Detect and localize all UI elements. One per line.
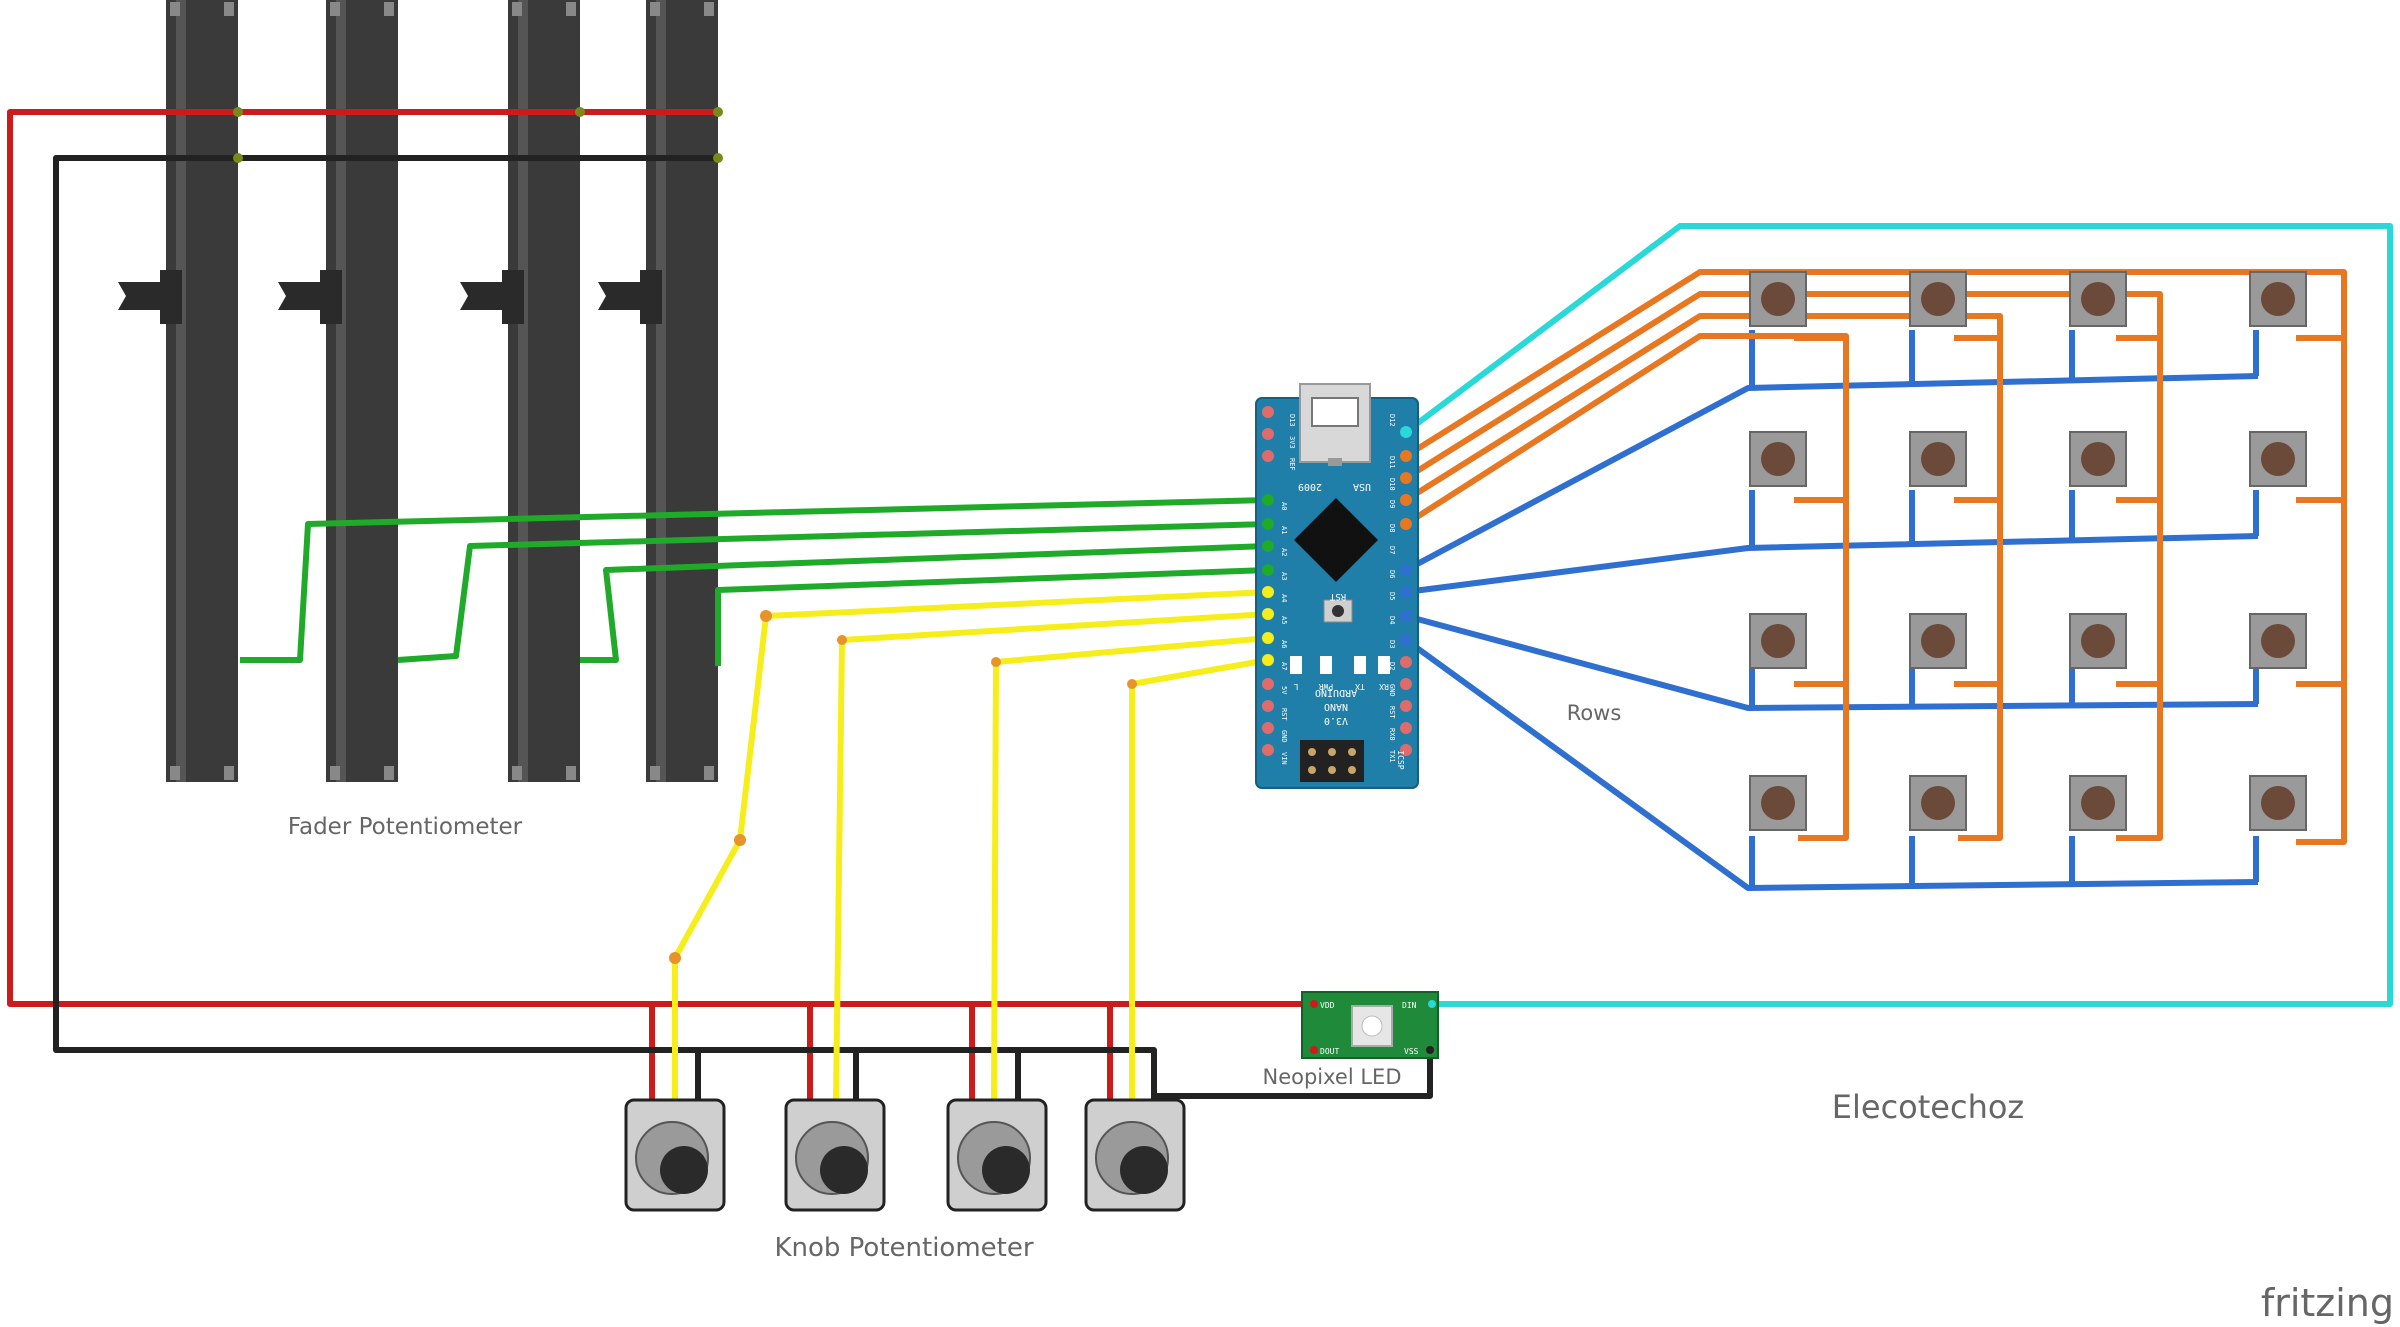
microcontroller-chip	[1294, 498, 1378, 582]
push-button	[1909, 613, 1967, 669]
push-button	[1749, 271, 1807, 327]
arduino-led-label: TX	[1355, 682, 1365, 691]
fader-4	[598, 0, 718, 782]
push-button	[1749, 431, 1807, 487]
fader-1	[118, 0, 238, 782]
fader-label: Fader Potentiometer	[288, 814, 523, 840]
knob-label: Knob Potentiometer	[774, 1233, 1033, 1263]
svg-text:D3: D3	[1388, 640, 1396, 648]
arduino-nano: ARDUINO NANO V3.0 2009 USA RST L PWR TX …	[1255, 383, 1419, 789]
svg-text:REF: REF	[1288, 458, 1296, 471]
fader-signal-wires	[240, 497, 1269, 666]
arduino-version: V3.0	[1324, 715, 1348, 726]
push-button	[2249, 613, 2307, 669]
svg-text:D7: D7	[1388, 546, 1396, 554]
arduino-icsp-label: ICSP	[1396, 750, 1405, 769]
svg-text:A0: A0	[1280, 502, 1288, 510]
push-button	[2069, 613, 2127, 669]
neopixel-pin-label: VDD	[1320, 1001, 1335, 1010]
arduino-led-label: RX	[1379, 682, 1389, 691]
rail-junctions	[233, 107, 723, 163]
knob-2	[784, 1098, 886, 1212]
knob-potentiometers	[624, 1098, 1186, 1212]
push-button	[2249, 431, 2307, 487]
svg-text:GND: GND	[1280, 730, 1288, 743]
svg-text:D5: D5	[1388, 592, 1396, 600]
button-row-wires	[1404, 330, 2259, 891]
ground-rail	[53, 155, 1433, 1100]
svg-text:5V: 5V	[1280, 686, 1288, 695]
svg-text:D11: D11	[1388, 456, 1396, 469]
push-button	[2249, 775, 2307, 831]
svg-text:D13: D13	[1288, 414, 1296, 427]
arduino-left-pin-labels: D13 3V3 REF A0 A1 A2 A3 A4 A5 A6 A7 5V R…	[1280, 414, 1296, 765]
arduino-left-header	[1400, 426, 1412, 756]
arduino-reset-label: RST	[1329, 591, 1346, 601]
svg-text:D9: D9	[1388, 500, 1396, 508]
svg-text:D6: D6	[1388, 570, 1396, 578]
svg-text:A4: A4	[1280, 594, 1288, 602]
svg-text:RX0: RX0	[1388, 728, 1396, 741]
push-button	[1909, 775, 1967, 831]
svg-text:D12: D12	[1388, 414, 1396, 427]
neopixel-pin-label: VSS	[1404, 1047, 1419, 1056]
svg-text:RST: RST	[1280, 708, 1288, 721]
fader-potentiometers	[118, 0, 718, 782]
fader-3	[460, 0, 580, 782]
arduino-led-label: PWR	[1319, 682, 1334, 691]
knob-1	[624, 1098, 726, 1212]
arduino-led-label: L	[1293, 682, 1298, 691]
led-data-wire	[1404, 223, 2393, 1007]
arduino-right-pin-labels: D12 D11 D10 D9 D8 D7 D6 D5 D4 D3 D2 GND …	[1388, 414, 1396, 763]
svg-text:A6: A6	[1280, 640, 1288, 648]
push-button	[1909, 271, 1967, 327]
push-button	[2069, 431, 2127, 487]
svg-text:D4: D4	[1388, 616, 1396, 624]
push-button	[1749, 613, 1807, 669]
knob-4	[1084, 1098, 1186, 1212]
svg-text:A7: A7	[1280, 662, 1288, 670]
brand-label: Elecotechoz	[1832, 1088, 2024, 1126]
arduino-right-header	[1262, 406, 1274, 756]
svg-text:3V3: 3V3	[1288, 436, 1296, 449]
push-button	[1909, 431, 1967, 487]
fritzing-watermark: fritzing	[2261, 1281, 2394, 1325]
button-column-wires	[1404, 269, 2347, 845]
svg-text:A3: A3	[1280, 572, 1288, 580]
push-button	[2249, 271, 2307, 327]
svg-text:GND: GND	[1388, 684, 1396, 697]
arduino-year: 2009	[1298, 481, 1322, 492]
neopixel-pin-label: DIN	[1402, 1001, 1417, 1010]
push-button	[2069, 775, 2127, 831]
svg-text:TX1: TX1	[1388, 750, 1396, 763]
knob-3	[946, 1098, 1048, 1212]
neopixel-label: Neopixel LED	[1263, 1065, 1402, 1089]
fader-2	[278, 0, 398, 782]
svg-text:D8: D8	[1388, 524, 1396, 532]
button-matrix	[1749, 271, 2307, 831]
svg-text:VIN: VIN	[1280, 752, 1288, 765]
svg-text:D10: D10	[1388, 478, 1396, 491]
push-button	[1749, 775, 1807, 831]
svg-text:A2: A2	[1280, 548, 1288, 556]
svg-text:A1: A1	[1280, 526, 1288, 534]
push-button	[2069, 271, 2127, 327]
arduino-model-line2: NANO	[1324, 701, 1348, 712]
icsp-header	[1300, 740, 1364, 782]
knob-wire-joints	[669, 610, 1137, 964]
arduino-model-line1: ARDUINO	[1315, 687, 1357, 698]
svg-text:A5: A5	[1280, 616, 1288, 624]
svg-text:RST: RST	[1388, 706, 1396, 719]
rows-label: Rows	[1567, 701, 1622, 725]
neopixel-led: VDD DIN DOUT VSS	[1301, 991, 1439, 1059]
neopixel-pin-label: DOUT	[1320, 1047, 1339, 1056]
svg-text:D2: D2	[1388, 662, 1396, 670]
arduino-country: USA	[1353, 481, 1371, 492]
